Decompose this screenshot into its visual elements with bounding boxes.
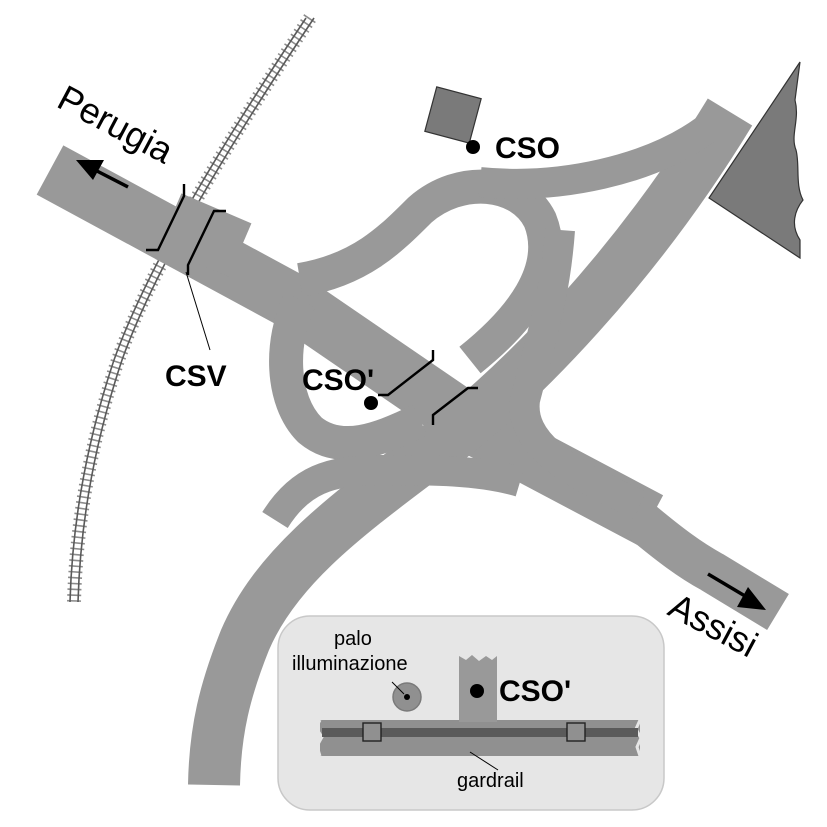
overpass-upper-parapet bbox=[378, 350, 435, 397]
ramp-north-east bbox=[478, 117, 714, 199]
inset-guardrail-beam bbox=[322, 728, 638, 737]
inset-cso-prime-marker bbox=[470, 684, 484, 698]
cso-prime-marker bbox=[364, 396, 378, 410]
rail-bridge bbox=[146, 184, 226, 275]
perugia-entry-widening bbox=[158, 193, 252, 277]
central-overpass bbox=[378, 350, 478, 425]
inset-guardrail-right-edge bbox=[634, 719, 643, 757]
inset-light-pole-centre bbox=[404, 694, 410, 700]
rail-bridge-left-parapet bbox=[146, 184, 186, 252]
inset-guardrail-post-left bbox=[362, 722, 382, 742]
assisi-exit-road bbox=[626, 503, 789, 630]
cso-prime-label: CSO' bbox=[302, 364, 374, 397]
inset-palo-label: palo bbox=[334, 628, 372, 650]
building-east bbox=[708, 61, 804, 260]
railway bbox=[67, 14, 316, 603]
ramp-south-west bbox=[262, 455, 525, 529]
ramp-west-loop bbox=[269, 292, 428, 460]
arrow-perugia bbox=[76, 160, 129, 189]
railway-rail-right bbox=[77, 17, 315, 603]
inset-illuminazione-label: illuminazione bbox=[292, 653, 408, 675]
inset-guardrail-post-right bbox=[566, 722, 586, 742]
csv-leader-line bbox=[185, 271, 211, 351]
inset-gardrail-leader-line bbox=[469, 751, 499, 771]
cso-label: CSO bbox=[495, 132, 560, 165]
inset-gardrail-label: gardrail bbox=[457, 770, 524, 792]
road-network bbox=[36, 98, 789, 786]
rail-bridge-right-parapet bbox=[186, 209, 226, 275]
inset-pole-leader-line bbox=[391, 681, 405, 695]
cso-marker bbox=[466, 140, 480, 154]
inset-detail-panel: palo illuminazione CSO' gardrail bbox=[277, 615, 665, 811]
building-north bbox=[424, 86, 482, 144]
crossing-road bbox=[188, 98, 753, 786]
overpass-lower-parapet bbox=[431, 386, 478, 425]
inset-cso-prime-label: CSO' bbox=[499, 675, 571, 708]
railway-rail-left bbox=[69, 17, 307, 603]
ramp-east-south bbox=[509, 228, 647, 519]
railway-sleepers bbox=[67, 14, 316, 603]
csv-label: CSV bbox=[165, 360, 227, 393]
arrow-assisi bbox=[707, 572, 766, 610]
